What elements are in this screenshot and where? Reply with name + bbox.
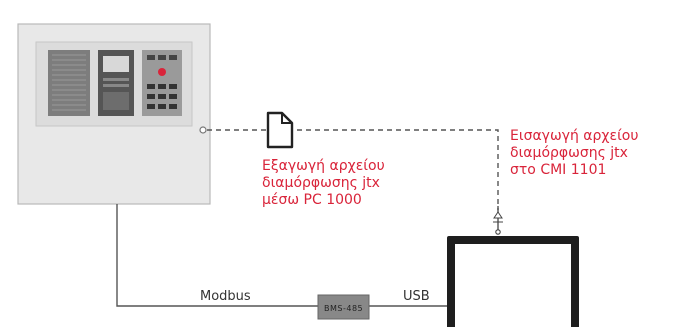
laptop — [447, 236, 579, 327]
file-icon — [266, 111, 294, 149]
control-panel — [17, 23, 211, 205]
converter-label: BMS-485 — [324, 304, 364, 313]
export-label-line: διαμόρφωσης jtx — [262, 175, 380, 191]
import-label-line: στο CMI 1101 — [510, 162, 607, 178]
bus-line — [116, 204, 447, 307]
panel-port-icon — [199, 126, 207, 134]
export-label-line: Εξαγωγή αρχείου — [262, 158, 385, 174]
import-label: Εισαγωγή αρχείου διαμόρφωσης jtx στο CMI… — [510, 128, 638, 179]
keypad-module — [142, 50, 182, 116]
import-label-line: Εισαγωγή αρχείου — [510, 128, 639, 144]
speaker-grille — [48, 50, 90, 116]
usb-icon — [493, 206, 503, 235]
usb-label: USB — [403, 289, 430, 304]
export-label-line: μέσω PC 1000 — [262, 192, 362, 208]
export-label: Εξαγωγή αρχείου διαμόρφωσης jtx μέσω PC … — [262, 158, 385, 209]
modbus-label: Modbus — [200, 289, 251, 304]
display-module — [98, 50, 134, 116]
import-label-line: διαμόρφωσης jtx — [510, 145, 628, 161]
converter-box — [317, 294, 370, 320]
file-transfer-line — [207, 129, 499, 210]
